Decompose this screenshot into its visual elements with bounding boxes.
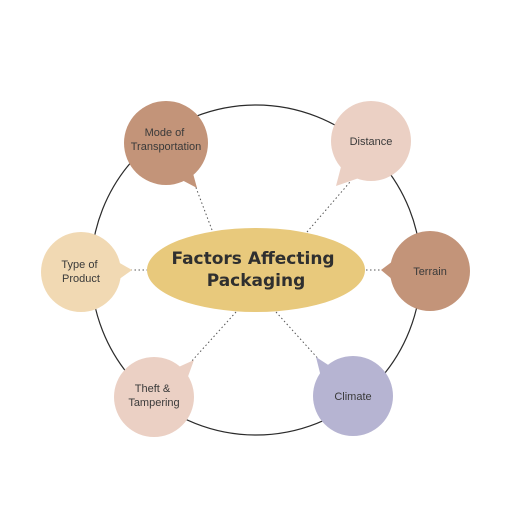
node-type-label: Type of Product <box>61 259 100 285</box>
node-theft-tail <box>172 360 194 382</box>
connector-theft <box>189 311 237 364</box>
node-distance: Distance <box>331 101 411 186</box>
node-terrain-tail <box>381 261 393 280</box>
node-climate-bubble <box>313 356 393 436</box>
node-theft-bubble <box>114 357 194 437</box>
node-mode-tail <box>178 166 197 188</box>
node-type-bubble <box>41 232 121 312</box>
node-type: Type of Product <box>41 232 132 312</box>
node-type-tail <box>118 262 132 280</box>
node-distance-bubble <box>331 101 411 181</box>
node-climate-tail <box>316 357 336 381</box>
connector-climate <box>275 311 323 364</box>
node-distance-label: Distance <box>350 136 393 148</box>
node-theft-label: Theft & Tampering <box>128 383 179 409</box>
connector-mode <box>194 184 213 231</box>
connector-distance <box>306 181 351 233</box>
node-terrain: Terrain <box>381 231 470 311</box>
node-mode: Mode of Transportation <box>124 101 208 188</box>
center-ellipse <box>147 228 365 312</box>
node-climate-label: Climate <box>334 391 371 403</box>
node-terrain-bubble <box>390 231 470 311</box>
node-theft: Theft & Tampering <box>114 357 194 437</box>
node-mode-bubble <box>124 101 208 185</box>
node-climate: Climate <box>313 356 393 436</box>
center-title: Factors Affecting Packaging <box>171 249 340 291</box>
node-mode-label: Mode of Transportation <box>131 127 202 153</box>
node-terrain-label: Terrain <box>413 266 447 278</box>
node-distance-tail <box>336 163 359 186</box>
center-topic: Factors Affecting Packaging <box>147 228 365 312</box>
